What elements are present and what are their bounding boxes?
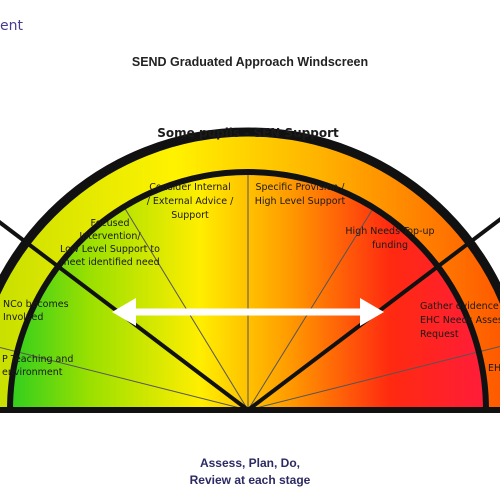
segment-line: NCo becomes bbox=[3, 299, 69, 310]
segment-line: EHC Needs Assessm bbox=[420, 315, 500, 326]
segment-line: Low Level Support to bbox=[60, 244, 160, 255]
spoke-line bbox=[247, 345, 500, 411]
segment-line: / External Advice / bbox=[147, 196, 234, 207]
inner-arc bbox=[7, 169, 489, 411]
segment-line: Intervention/ bbox=[79, 231, 141, 242]
footer-caption: Assess, Plan, Do, Review at each stage bbox=[0, 455, 500, 489]
outer-arc bbox=[0, 127, 500, 304]
segment-line: Gather evidence fo bbox=[420, 301, 500, 312]
segment-line: P Teaching and bbox=[2, 354, 73, 365]
band-label: Some pupils - SEN Support bbox=[157, 126, 339, 140]
segment-line: Specific Provision / bbox=[256, 182, 346, 193]
segment-label-highneeds: High Needs Top-up funding bbox=[345, 226, 434, 251]
spoke-line bbox=[0, 347, 249, 411]
segment-line: Support bbox=[171, 210, 209, 221]
segment-line: environment bbox=[2, 367, 63, 378]
segment-label-teaching: P Teaching and environment bbox=[2, 354, 73, 378]
segment-line: Focused bbox=[90, 218, 129, 229]
footer-line-2: Review at each stage bbox=[189, 473, 311, 487]
logo-fragment: ent bbox=[0, 18, 23, 34]
segment-label-consider: Consider Internal / External Advice / Supp… bbox=[147, 182, 234, 221]
page-title: SEND Graduated Approach Windscreen bbox=[131, 55, 369, 69]
segment-line: Consider Internal bbox=[149, 182, 230, 193]
segment-label-gather: Gather evidence fo EHC Needs AssessmReque… bbox=[420, 301, 500, 340]
segment-line: High Needs Top-up bbox=[345, 226, 434, 237]
segment-label-specific: Specific Provision / High Level Support bbox=[255, 182, 346, 207]
segment-line: Involved bbox=[3, 312, 43, 323]
outer-band bbox=[0, 132, 500, 410]
segment-line: funding bbox=[372, 240, 408, 251]
segment-label-ehc: EH bbox=[488, 363, 500, 374]
double-arrow-icon bbox=[112, 298, 384, 326]
segment-line: High Level Support bbox=[255, 196, 346, 207]
segment-line: meet identified need bbox=[60, 257, 159, 268]
footer-line-1: Assess, Plan, Do, bbox=[199, 456, 301, 470]
segment-line: Request bbox=[420, 329, 459, 340]
segment-line: EH bbox=[488, 363, 500, 374]
